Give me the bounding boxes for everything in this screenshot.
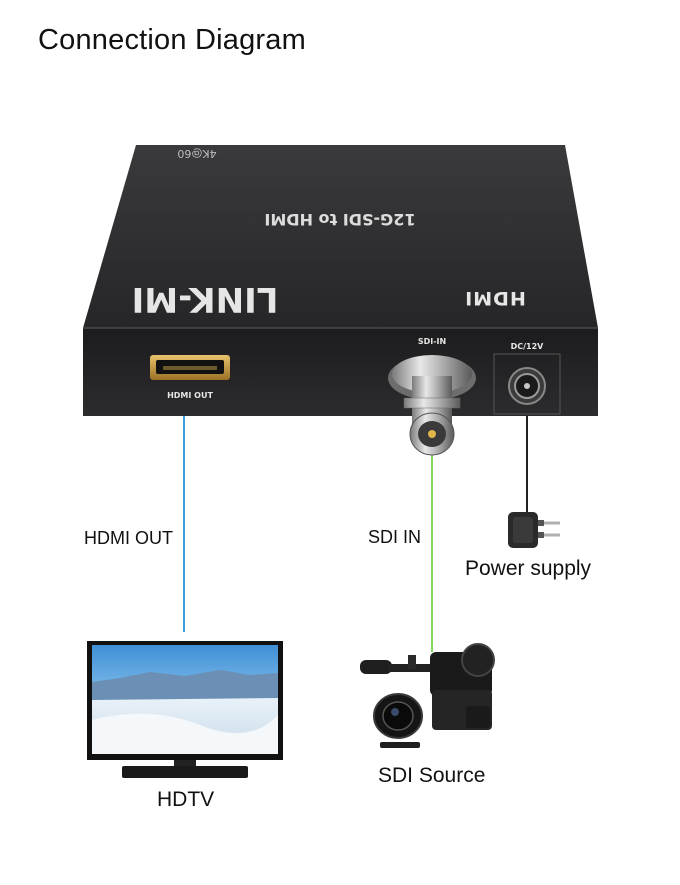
sdi-in-port-label: SDI-IN	[418, 337, 446, 346]
power-supply-label: Power supply	[465, 557, 591, 581]
hdmi-port	[150, 355, 230, 380]
badge-text: 4K@60	[177, 147, 216, 160]
brand-text: LINK-MI	[132, 279, 279, 319]
converter-box: 4K@60 12G-SDI to HDMI LINK-MI HDMI HDMI …	[83, 145, 598, 416]
dc-port-label: DC/12V	[511, 342, 545, 351]
model-text: 12G-SDI to HDMI	[264, 210, 415, 229]
hdmi-logo-text: HDMI	[464, 287, 526, 309]
hdmi-out-port-label: HDMI OUT	[167, 391, 213, 400]
sdi-source-label: SDI Source	[378, 764, 485, 788]
sdi-in-label: SDI IN	[368, 527, 421, 548]
hdtv-icon	[87, 641, 283, 778]
dc-jack	[509, 368, 545, 404]
hdmi-out-label: HDMI OUT	[84, 528, 173, 549]
power-adapter-icon	[508, 512, 560, 548]
camcorder-icon	[360, 644, 494, 748]
hdtv-label: HDTV	[157, 788, 214, 812]
